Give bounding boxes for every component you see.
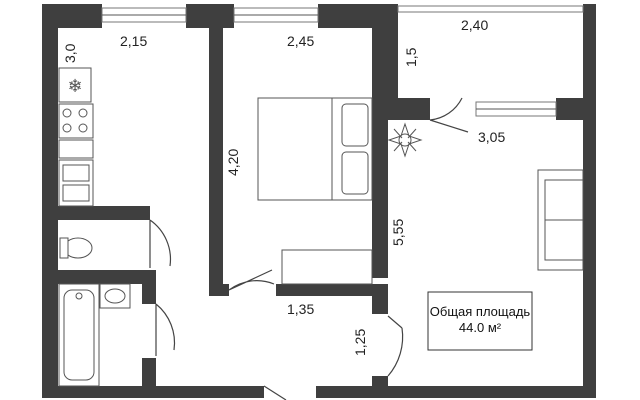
- bathtub: [58, 283, 100, 387]
- stove: [58, 103, 94, 139]
- doors: [149, 97, 469, 400]
- wall-bedroom-bottom: [209, 284, 229, 296]
- wall-balcony-left: [388, 4, 398, 102]
- living-furniture: [387, 122, 584, 271]
- walls: [42, 4, 596, 398]
- dim-bedroom-length: 4,20: [225, 149, 241, 176]
- area-value: 44.0 м²: [459, 320, 502, 335]
- plant-icon: [387, 122, 423, 158]
- wall-bath-right: [142, 270, 156, 304]
- wall-balcony-right: [583, 4, 596, 120]
- dim-balcony-width: 2,40: [461, 17, 488, 33]
- wall-right: [583, 98, 596, 398]
- kitchen-fixtures: ❄: [58, 67, 94, 207]
- door-balcony: [429, 97, 469, 133]
- counter: [58, 139, 94, 159]
- wall-kitchen-bottom: [42, 206, 150, 220]
- wall-bedroom-bottom-right: [276, 284, 388, 296]
- dim-hall-length: 1,25: [352, 329, 368, 356]
- door-bath: [155, 303, 176, 356]
- snowflake-icon: ❄: [67, 76, 82, 97]
- dim-kitchen-width: 2,15: [120, 33, 147, 49]
- area-label: Общая площадь: [430, 304, 531, 319]
- dim-living-length: 5,55: [390, 219, 406, 246]
- wall-balcony-bottom-left: [388, 98, 430, 120]
- fridge: [58, 67, 92, 103]
- door-living: [387, 315, 404, 377]
- door-bedroom: [228, 269, 275, 291]
- door-wc: [149, 219, 172, 268]
- wall-left: [42, 4, 58, 398]
- door-entrance: [263, 385, 287, 400]
- dim-balcony-depth: 1,5: [403, 47, 419, 67]
- wall-bottom-right: [316, 386, 596, 398]
- dim-kitchen-length: 3,0: [62, 43, 78, 63]
- dim-hall-width: 1,35: [287, 301, 314, 317]
- wall-kitchen-bedroom: [209, 4, 223, 296]
- wall-bedroom-living: [372, 4, 388, 278]
- wall-wc-bottom: [42, 270, 150, 284]
- kitchen-sink: [58, 159, 94, 207]
- window-balcony: [397, 5, 584, 13]
- dimension-labels: 2,15 3,0 2,45 4,20 2,40 1,5 3,05 5,55 1,…: [62, 17, 505, 356]
- area-box: Общая площадь 44.0 м²: [427, 291, 533, 351]
- wall-bottom-left: [42, 386, 264, 398]
- dim-bedroom-width: 2,45: [287, 33, 314, 49]
- bathroom-fixtures: [58, 237, 131, 387]
- wall-hall-living: [372, 284, 388, 314]
- wardrobe: [281, 249, 373, 285]
- bedroom-furniture: [257, 97, 373, 285]
- dim-living-width: 3,05: [478, 129, 505, 145]
- windows: [101, 5, 584, 117]
